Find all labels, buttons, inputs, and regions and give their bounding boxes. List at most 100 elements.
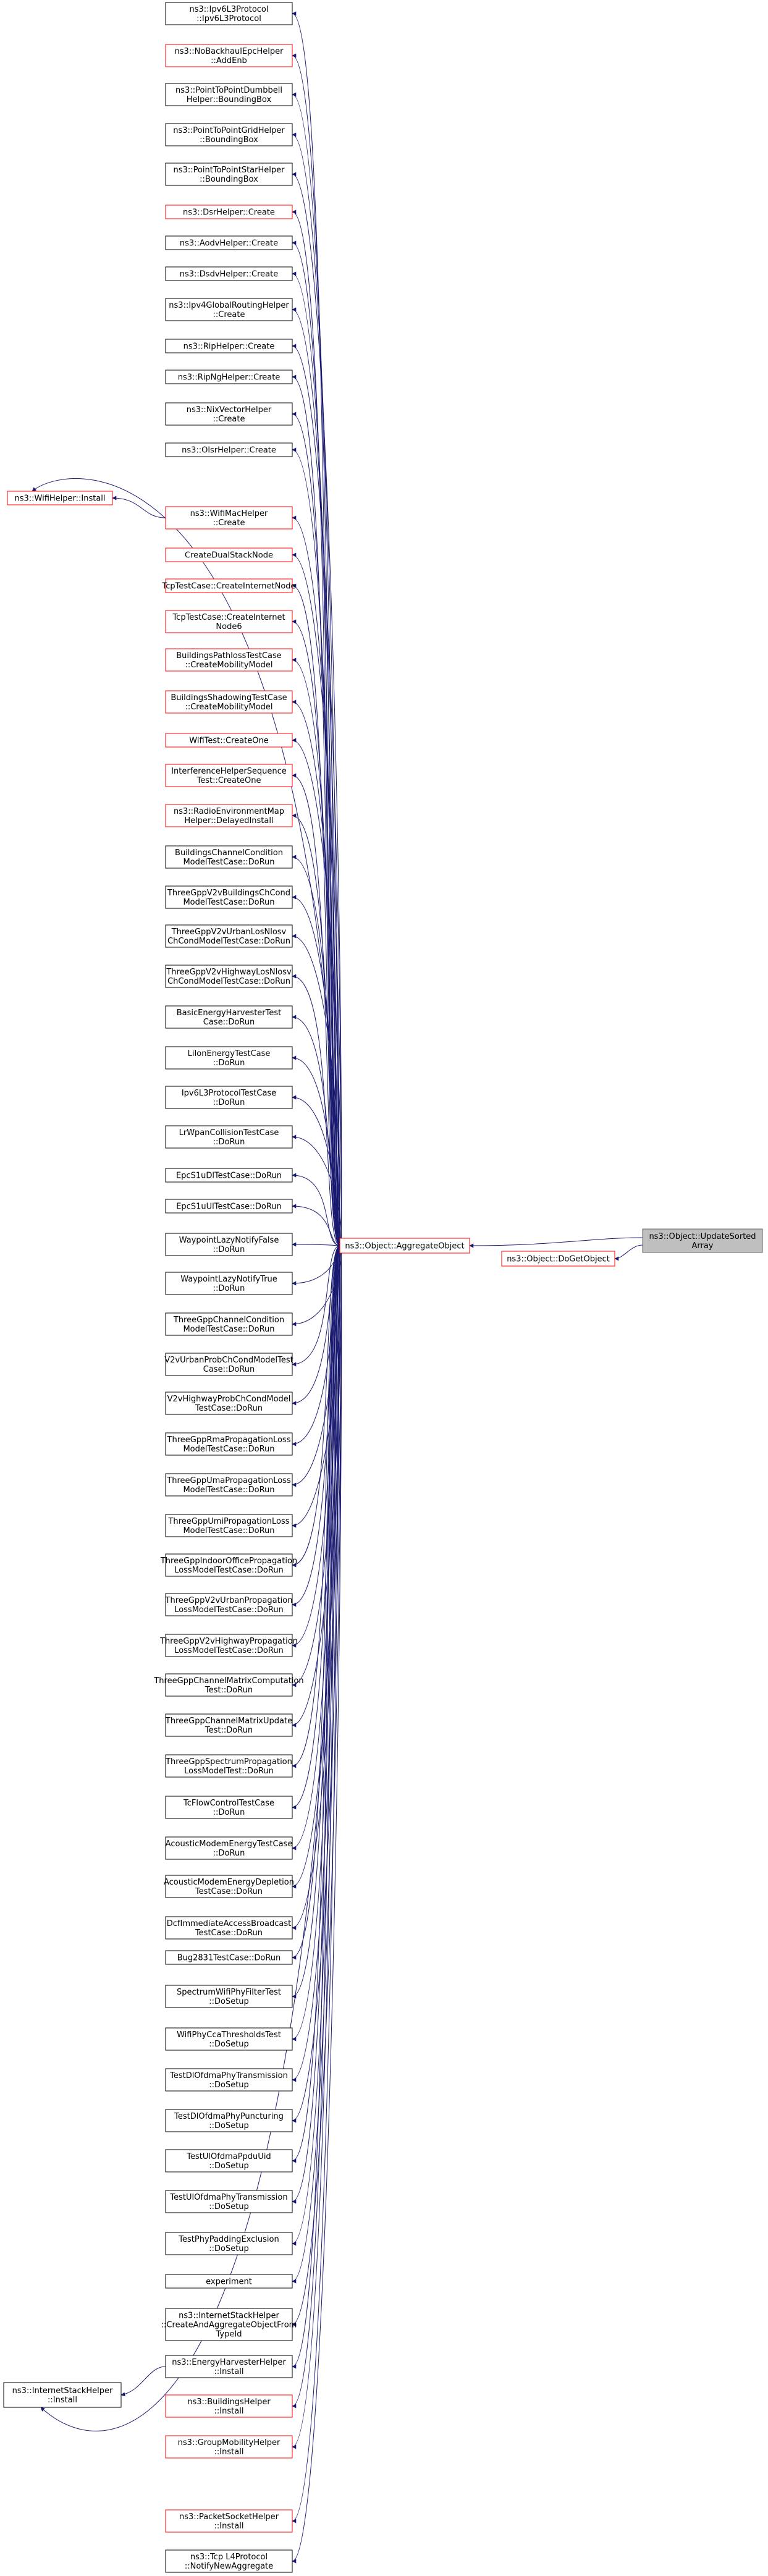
wifi-helper-install-node[interactable]: ns3::WifiHelper::Install: [7, 491, 113, 505]
node-label: WaypointLazyNotifyTrue: [180, 1275, 277, 1284]
node-box: [165, 1514, 293, 1537]
caller-node[interactable]: experiment: [165, 2274, 293, 2289]
caller-node[interactable]: ns3::RipHelper::Create: [165, 339, 293, 353]
node-box: [165, 2027, 293, 2051]
node-label: ::Install: [214, 2522, 244, 2531]
node-box: [165, 1916, 293, 1940]
caller-node[interactable]: ThreeGppIndoorOfficePropagationLossModel…: [160, 1553, 297, 1577]
caller-node[interactable]: ns3::Tcp L4Protocol::NotifyNewAggregate: [165, 2549, 293, 2573]
caller-node[interactable]: TcFlowControlTestCase::DoRun: [165, 1796, 293, 1819]
caller-node[interactable]: ThreeGppSpectrumPropagationLossModelTest…: [165, 1754, 293, 1778]
caller-node[interactable]: AcousticModemEnergyDepletionTestCase::Do…: [164, 1875, 294, 1898]
node-box: [165, 2068, 293, 2092]
call-edge: [469, 1237, 643, 1248]
caller-node[interactable]: WaypointLazyNotifyTrue::DoRun: [165, 1272, 293, 1295]
caller-node[interactable]: DcfImmediateAccessBroadcastTestCase::DoR…: [165, 1916, 293, 1940]
node-label: ::Install: [214, 2407, 244, 2416]
caller-node[interactable]: EpcS1uDlTestCase::DoRun: [165, 1168, 293, 1183]
caller-node[interactable]: ns3::NixVectorHelper::Create: [165, 402, 293, 426]
caller-node[interactable]: ThreeGppV2vBuildingsChCondModelTestCase:…: [165, 885, 293, 909]
node-box: [165, 442, 293, 457]
caller-node[interactable]: TcpTestCase::CreateInternetNode: [161, 578, 296, 593]
caller-node[interactable]: InterferenceHelperSequenceTest::CreateOn…: [165, 764, 293, 787]
caller-node[interactable]: ns3::EnergyHarvesterHelper::Install: [165, 2355, 293, 2378]
caller-node[interactable]: ThreeGppRmaPropagationLossModelTestCase:…: [165, 1432, 293, 1456]
caller-node[interactable]: WaypointLazyNotifyFalse::DoRun: [165, 1233, 293, 1256]
node-label: ns3::RadioEnvironmentMap: [174, 807, 284, 816]
node-label: DcfImmediateAccessBroadcast: [167, 1919, 291, 1928]
caller-node[interactable]: ThreeGppV2vHighwayLosNlosvChCondModelTes…: [165, 965, 293, 988]
caller-node[interactable]: ns3::PacketSocketHelper::Install: [165, 2509, 293, 2533]
node-label: V2vUrbanProbChCondModelTest: [164, 1356, 293, 1365]
caller-node[interactable]: LrWpanCollisionTestCase::DoRun: [165, 1125, 293, 1149]
caller-node[interactable]: WifiPhyCcaThresholdsTest::DoSetup: [165, 2027, 293, 2051]
caller-node[interactable]: Bug2831TestCase::DoRun: [165, 1950, 293, 1965]
caller-node[interactable]: ThreeGppChannelMatrixComputationTest::Do…: [153, 1673, 304, 1697]
caller-node[interactable]: WifiTest::CreateOne: [165, 733, 293, 748]
caller-node[interactable]: TestUlOfdmaPhyTransmission::DoSetup: [165, 2190, 293, 2213]
node-label: ::Create: [213, 310, 245, 319]
node-box: [165, 2308, 293, 2341]
caller-node[interactable]: TestDlOfdmaPhyPuncturing::DoSetup: [165, 2109, 293, 2132]
aggregate-object-node[interactable]: ns3::Object::AggregateObject: [339, 1238, 470, 1254]
caller-node[interactable]: ns3::Ipv4GlobalRoutingHelper::Create: [165, 298, 293, 321]
caller-node[interactable]: BuildingsPathlossTestCase::CreateMobilit…: [165, 648, 293, 672]
caller-node[interactable]: ns3::RadioEnvironmentMapHelper::DelayedI…: [165, 804, 293, 827]
caller-node[interactable]: ns3::WifiMacHelper::Create: [165, 506, 293, 530]
caller-node[interactable]: ns3::BuildingsHelper::Install: [165, 2394, 293, 2418]
caller-node[interactable]: ns3::PointToPointGridHelper::BoundingBox: [165, 123, 293, 146]
caller-node[interactable]: ns3::DsdvHelper::Create: [165, 266, 293, 281]
caller-node[interactable]: EpcS1uUlTestCase::DoRun: [165, 1199, 293, 1214]
caller-node[interactable]: ThreeGppChannelConditionModelTestCase::D…: [165, 1312, 293, 1336]
caller-node[interactable]: ThreeGppV2vUrbanLosNlosvChCondModelTestC…: [165, 924, 293, 948]
node-label: ::BoundingBox: [200, 135, 258, 145]
caller-node[interactable]: ns3::RipNgHelper::Create: [165, 370, 293, 384]
caller-node[interactable]: ns3::PointToPointDumbbellHelper::Boundin…: [165, 83, 293, 106]
caller-node[interactable]: TestPhyPaddingExclusion::DoSetup: [165, 2232, 293, 2255]
caller-node[interactable]: ns3::Ipv6L3Protocol::Ipv6L3Protocol: [165, 2, 293, 25]
caller-node[interactable]: ThreeGppV2vUrbanPropagationLossModelTest…: [165, 1593, 293, 1616]
caller-node[interactable]: CreateDualStackNode: [165, 547, 293, 562]
node-box: [165, 1796, 293, 1819]
do-get-object-node[interactable]: ns3::Object::DoGetObject: [501, 1251, 615, 1267]
node-label: ::DoSetup: [209, 2121, 249, 2130]
caller-node[interactable]: ns3::NoBackhaulEpcHelper::AddEnb: [165, 44, 293, 67]
caller-node[interactable]: LiIonEnergyTestCase::DoRun: [165, 1046, 293, 1070]
caller-node[interactable]: ThreeGppUmaPropagationLossModelTestCase:…: [165, 1473, 293, 1497]
node-label: AcousticModemEnergyDepletion: [164, 1878, 294, 1887]
node-box: [7, 491, 113, 505]
node-label: ModelTestCase::DoRun: [183, 898, 274, 907]
caller-node[interactable]: SpectrumWifiPhyFilterTest::DoSetup: [165, 1985, 293, 2008]
caller-node[interactable]: Ipv6L3ProtocolTestCase::DoRun: [165, 1086, 293, 1109]
node-box: [165, 578, 293, 593]
caller-node[interactable]: BuildingsChannelConditionModelTestCase::…: [165, 845, 293, 869]
node-label: ns3::AodvHelper::Create: [180, 239, 278, 248]
caller-node[interactable]: AcousticModemEnergyTestCase::DoRun: [165, 1836, 293, 1860]
node-box: [165, 2149, 293, 2173]
caller-node[interactable]: TestDlOfdmaPhyTransmission::DoSetup: [165, 2068, 293, 2092]
caller-node[interactable]: TestUlOfdmaPpduUid::DoSetup: [165, 2149, 293, 2173]
caller-node[interactable]: ns3::AodvHelper::Create: [165, 235, 293, 250]
caller-node[interactable]: ThreeGppUmiPropagationLossModelTestCase:…: [165, 1514, 293, 1537]
internet-stack-helper-install-node[interactable]: ns3::InternetStackHelper::Install: [3, 2382, 122, 2408]
node-label: TestDlOfdmaPhyTransmission: [169, 2071, 288, 2080]
node-label: ns3::RipHelper::Create: [184, 342, 275, 352]
caller-node[interactable]: ns3::DsrHelper::Create: [165, 205, 293, 219]
node-label: ThreeGppSpectrumPropagation: [165, 1757, 292, 1767]
caller-node[interactable]: BuildingsShadowingTestCase::CreateMobili…: [165, 690, 293, 714]
caller-node[interactable]: ns3::OlsrHelper::Create: [165, 442, 293, 457]
caller-node[interactable]: ThreeGppV2vHighwayPropagationLossModelTe…: [159, 1634, 298, 1657]
caller-node[interactable]: ns3::PointToPointStarHelper::BoundingBox: [165, 163, 293, 186]
node-box: [501, 1251, 615, 1267]
node-label: ::DoSetup: [209, 1997, 249, 2006]
node-label: ChCondModelTestCase::DoRun: [167, 937, 290, 946]
node-label: ns3::Object::UpdateSorted: [649, 1232, 756, 1241]
caller-node[interactable]: ns3::GroupMobilityHelper::Install: [165, 2435, 293, 2459]
caller-node[interactable]: ns3::InternetStackHelper::CreateAndAggre…: [161, 2308, 297, 2341]
